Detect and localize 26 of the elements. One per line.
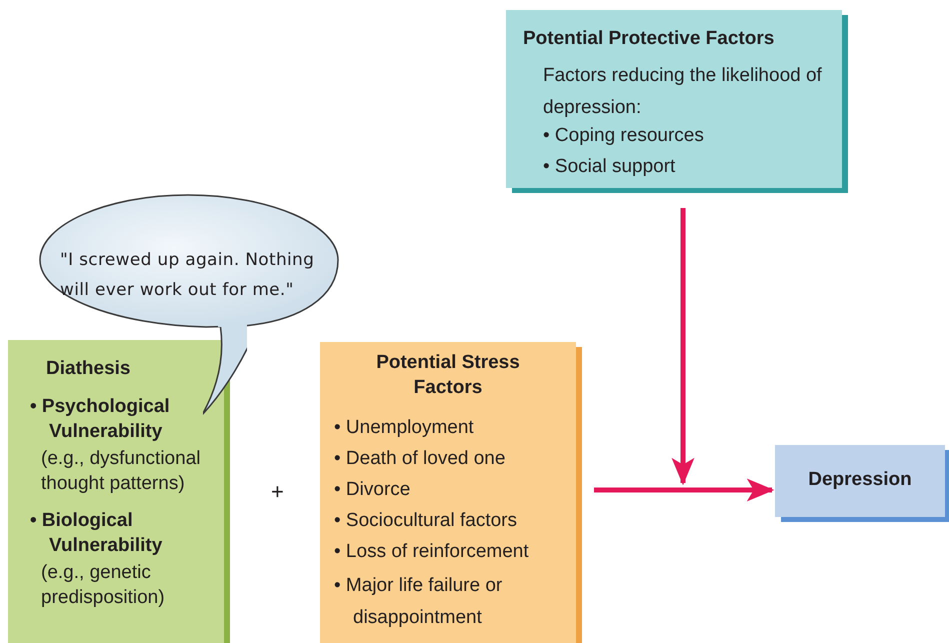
list-item: • Biological Vulnerability	[30, 509, 164, 558]
list-item: • Death of loved one	[334, 447, 506, 471]
list-item: • Major life failure or disappointment	[334, 574, 504, 630]
plus-sign: +	[271, 479, 284, 504]
stress-factors-box	[320, 342, 576, 643]
list-item: • Coping resources	[543, 124, 705, 148]
list-item: • Social support	[543, 155, 676, 179]
list-item: • Unemployment	[334, 416, 475, 440]
diathesis-box	[8, 340, 224, 643]
quote-text: "I screwed up again. Nothing will ever work out for me."	[60, 249, 316, 302]
arrow	[594, 478, 774, 502]
list-item: • Loss of reinforcement	[334, 540, 530, 564]
list-item: • Divorce	[334, 478, 412, 502]
protective-factors-box	[506, 10, 842, 188]
example-text: (e.g., dysfunctional thought patterns)	[41, 447, 202, 496]
title: Depression	[807, 468, 913, 492]
outcome-box	[775, 445, 945, 517]
title: Potential Stress Factors	[375, 351, 521, 400]
arrow	[672, 208, 694, 486]
example-text: (e.g., genetic predisposition)	[41, 561, 166, 610]
list-item: • Sociocultural factors	[334, 509, 518, 533]
description: Factors reducing the likelihood of depression:	[543, 64, 823, 120]
list-item: • Psychological Vulnerability	[30, 395, 171, 444]
speech-bubble	[38, 193, 340, 329]
title: Potential Protective Factors	[523, 27, 776, 51]
title: Diathesis	[46, 357, 132, 381]
